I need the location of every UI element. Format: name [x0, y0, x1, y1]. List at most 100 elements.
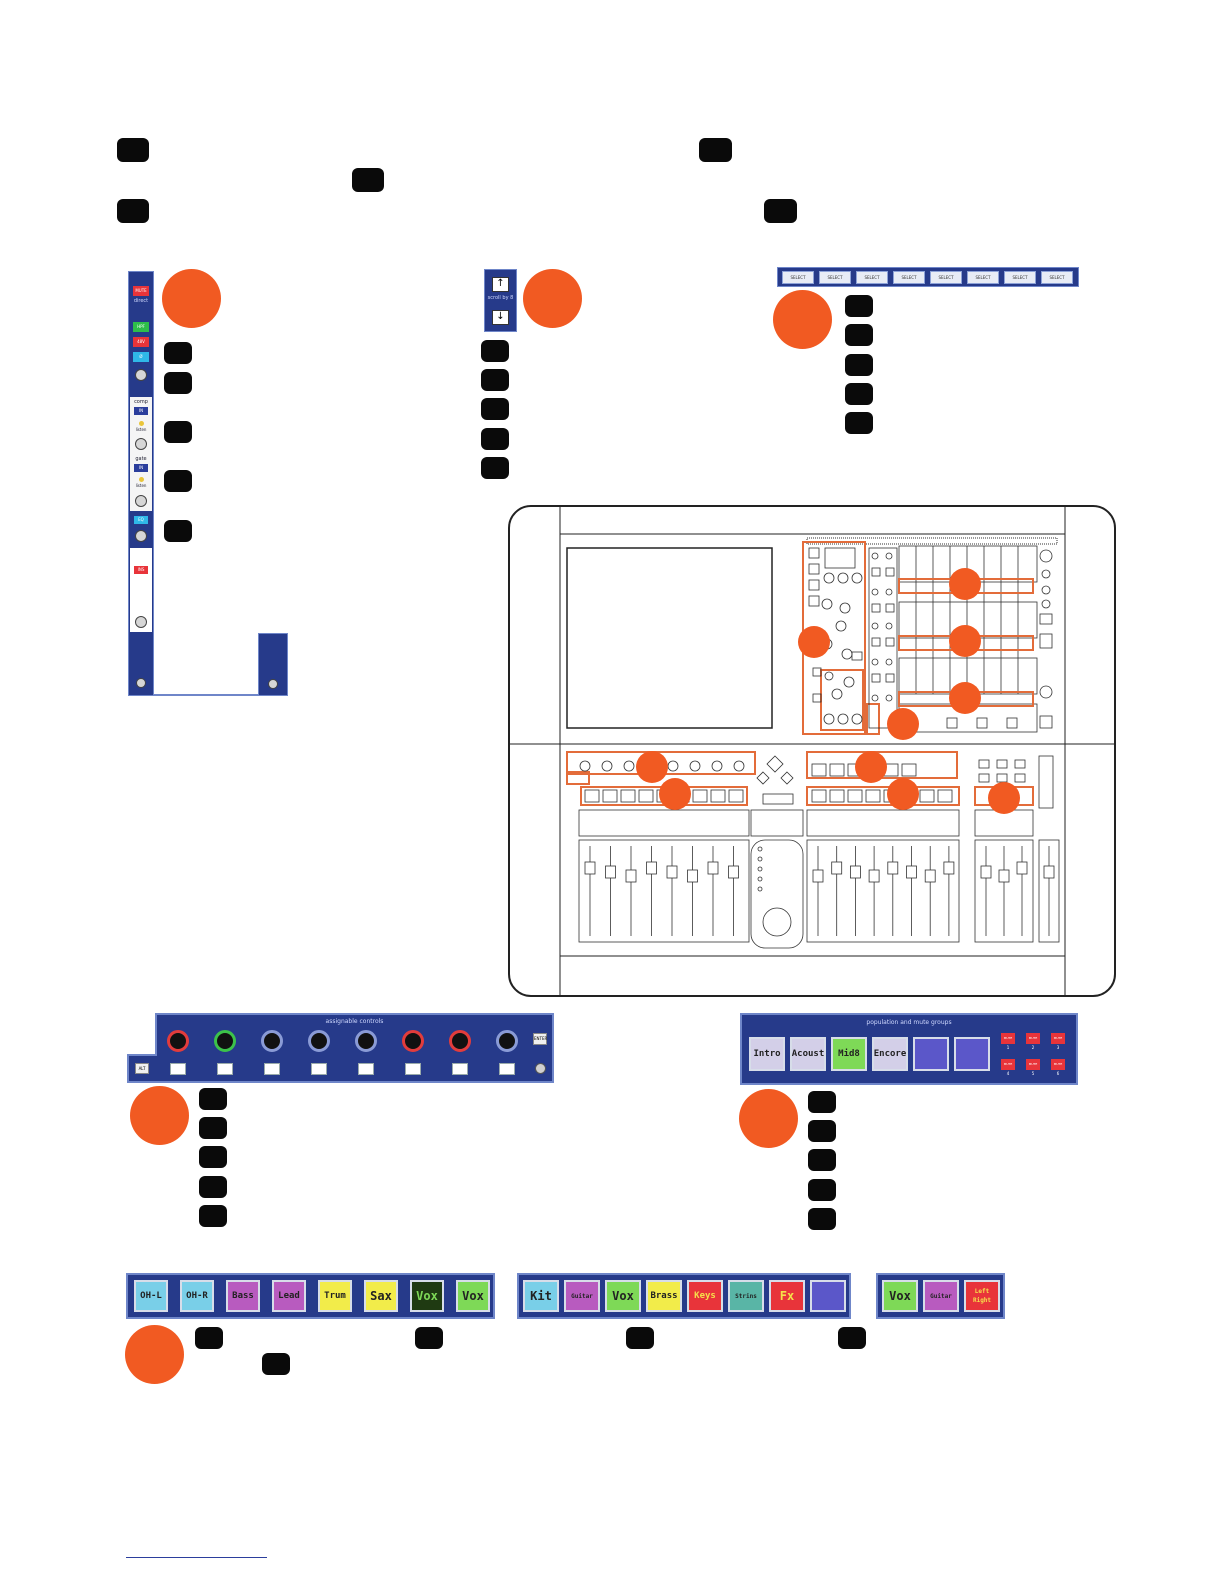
- assign-button[interactable]: [499, 1063, 515, 1075]
- channel-name-button[interactable]: Bass: [226, 1280, 260, 1312]
- assign-button[interactable]: [405, 1063, 421, 1075]
- alt-button[interactable]: ALT: [135, 1063, 149, 1074]
- eq-button[interactable]: EQ: [134, 516, 148, 524]
- assignable-knob[interactable]: [402, 1030, 424, 1052]
- fader-cap[interactable]: [906, 865, 917, 879]
- fader-cap[interactable]: [887, 861, 899, 875]
- scene-button[interactable]: [913, 1037, 949, 1071]
- ins-button[interactable]: INS: [134, 566, 148, 574]
- assignable-knob[interactable]: [355, 1030, 377, 1052]
- fader-cap[interactable]: [584, 861, 596, 875]
- mute-group-button[interactable]: MUTE: [1026, 1033, 1040, 1044]
- callout-circle: [125, 1325, 184, 1384]
- fader-cap[interactable]: [831, 861, 843, 875]
- assignable-knob[interactable]: [167, 1030, 189, 1052]
- ins-knob[interactable]: [135, 616, 147, 628]
- assignable-knob[interactable]: [214, 1030, 236, 1052]
- console-diagram: [508, 505, 1116, 997]
- channel-name-button[interactable]: OH-R: [180, 1280, 214, 1312]
- channel-name-button[interactable]: Keys: [687, 1280, 723, 1312]
- assignable-knob[interactable]: [308, 1030, 330, 1052]
- fader-cap[interactable]: [646, 861, 657, 875]
- fader-knob[interactable]: [268, 679, 278, 689]
- comp-knob[interactable]: [135, 438, 147, 450]
- channel-name-button[interactable]: OH-L: [134, 1280, 168, 1312]
- fader-cap[interactable]: [998, 869, 1010, 883]
- fader-cap[interactable]: [625, 869, 637, 883]
- channel-name-button[interactable]: Brass: [646, 1280, 682, 1312]
- assignable-knob[interactable]: [449, 1030, 471, 1052]
- scroll-up-button[interactable]: ↑: [492, 277, 509, 292]
- fader-cap[interactable]: [868, 869, 880, 883]
- scene-button[interactable]: [954, 1037, 990, 1071]
- scroll-down-button[interactable]: ↓: [492, 310, 509, 325]
- mute-button[interactable]: MUTE: [133, 286, 149, 296]
- select-button[interactable]: SELECT: [930, 271, 962, 284]
- fader-cap[interactable]: [687, 869, 698, 883]
- channel-name-button[interactable]: Sax: [364, 1280, 398, 1312]
- fader-cap[interactable]: [980, 865, 992, 879]
- assignable-knob[interactable]: [261, 1030, 283, 1052]
- fader-cap[interactable]: [812, 869, 824, 883]
- gate-in-button[interactable]: IN: [134, 464, 148, 472]
- fader-cap[interactable]: [1043, 865, 1055, 879]
- select-button[interactable]: SELECT: [1041, 271, 1073, 284]
- channel-name-button[interactable]: Left Right: [964, 1280, 1000, 1312]
- enter-button[interactable]: ENTER: [533, 1033, 547, 1045]
- scene-button[interactable]: Acoust: [790, 1037, 826, 1071]
- select-button[interactable]: SELECT: [782, 271, 814, 284]
- fader-knob[interactable]: [136, 678, 146, 688]
- assignable-knob[interactable]: [496, 1030, 518, 1052]
- channel-name-button[interactable]: Guitar: [564, 1280, 600, 1312]
- scene-button[interactable]: Encore: [872, 1037, 908, 1071]
- channel-name-button[interactable]: Vox: [456, 1280, 490, 1312]
- channel-name-button[interactable]: Trum: [318, 1280, 352, 1312]
- fader-cap[interactable]: [605, 865, 616, 879]
- channel-name-button[interactable]: Guitar: [923, 1280, 959, 1312]
- channel-name-button[interactable]: Lead: [272, 1280, 306, 1312]
- comp-in-button[interactable]: IN: [134, 407, 148, 415]
- mute-group-button[interactable]: MUTE: [1001, 1059, 1015, 1070]
- fader-cap[interactable]: [849, 865, 861, 879]
- gate-knob[interactable]: [135, 495, 147, 507]
- select-button[interactable]: SELECT: [856, 271, 888, 284]
- assign-button[interactable]: [170, 1063, 186, 1075]
- phantom-button[interactable]: 48V: [133, 337, 149, 347]
- select-button[interactable]: SELECT: [819, 271, 851, 284]
- fader-cap[interactable]: [728, 865, 739, 879]
- channel-name-button[interactable]: [810, 1280, 846, 1312]
- fader-cap[interactable]: [1016, 861, 1028, 875]
- fader-cap[interactable]: [943, 861, 955, 875]
- channel-name-button[interactable]: Fx: [769, 1280, 805, 1312]
- channel-name-button[interactable]: Kit: [523, 1280, 559, 1312]
- channel-name-button[interactable]: Strins: [728, 1280, 764, 1312]
- mute-group-button[interactable]: MUTE: [1051, 1059, 1065, 1070]
- scene-button[interactable]: Mid8: [831, 1037, 867, 1071]
- select-button[interactable]: SELECT: [967, 271, 999, 284]
- mute-group-button[interactable]: MUTE: [1051, 1033, 1065, 1044]
- gain-knob[interactable]: [135, 369, 147, 381]
- label-marker: [164, 470, 192, 492]
- label-marker: [352, 168, 384, 192]
- assign-button[interactable]: [452, 1063, 468, 1075]
- channel-name-button[interactable]: Vox: [605, 1280, 641, 1312]
- channel-name-button[interactable]: Vox: [882, 1280, 918, 1312]
- assign-button[interactable]: [311, 1063, 327, 1075]
- channel-name-button[interactable]: Vox: [410, 1280, 444, 1312]
- phase-button[interactable]: Ø: [133, 352, 149, 362]
- fader-cap[interactable]: [666, 865, 678, 879]
- select-button[interactable]: SELECT: [893, 271, 925, 284]
- assign-button[interactable]: [358, 1063, 374, 1075]
- mute-group-button[interactable]: MUTE: [1026, 1059, 1040, 1070]
- assign-button[interactable]: [264, 1063, 280, 1075]
- assign-button[interactable]: [217, 1063, 233, 1075]
- hpf-button[interactable]: HPF: [133, 322, 149, 332]
- mute-group-button[interactable]: MUTE: [1001, 1033, 1015, 1044]
- fader-cap[interactable]: [924, 869, 936, 883]
- select-button[interactable]: SELECT: [1004, 271, 1036, 284]
- scene-button[interactable]: Intro: [749, 1037, 785, 1071]
- fader-cap[interactable]: [707, 861, 719, 875]
- eq-knob[interactable]: [135, 530, 147, 542]
